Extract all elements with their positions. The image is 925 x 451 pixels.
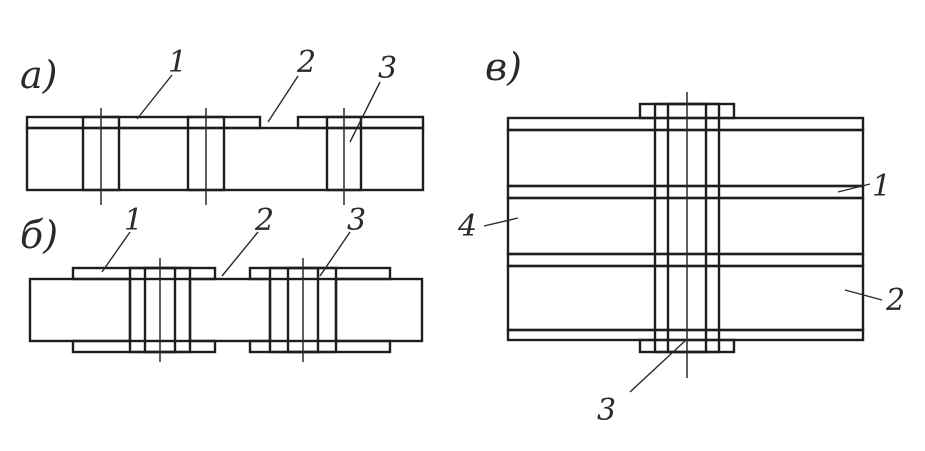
figure-v-copper-layer bbox=[506, 116, 865, 132]
figure-v-callout-2: 2 bbox=[885, 283, 905, 318]
figure-b-plated-via bbox=[248, 258, 392, 362]
figure-v-plated-via bbox=[638, 92, 736, 378]
figure-b: б) 1 2 3 bbox=[20, 203, 424, 362]
figure-b-callout-3: 3 bbox=[347, 203, 366, 238]
figure-a-callout-3: 3 bbox=[378, 51, 397, 86]
figure-v-substrate-layer bbox=[506, 196, 865, 256]
figure-a-hole bbox=[81, 108, 121, 205]
figure-v-copper-layer bbox=[506, 328, 865, 342]
figure-a-hole bbox=[325, 108, 363, 205]
figure-a-hole bbox=[186, 108, 226, 205]
figure-v-substrate-layer bbox=[506, 128, 865, 188]
figure-b-substrate bbox=[188, 277, 272, 343]
figure-b-substrate bbox=[334, 277, 424, 343]
figure-v-callout-4: 4 bbox=[457, 209, 477, 244]
figure-a-label: а) bbox=[20, 53, 57, 97]
figure-b-callout-1: 1 bbox=[124, 203, 143, 238]
figure-a-callout-1: 1 bbox=[168, 45, 187, 80]
figure-b-callout-2: 2 bbox=[254, 203, 274, 238]
figure-v: в) 1 2 3 4 bbox=[457, 45, 905, 428]
figure-v-substrate-layer bbox=[506, 264, 865, 332]
figure-a-foil-left bbox=[25, 115, 262, 130]
figure-b-plated-via bbox=[71, 258, 217, 362]
figure-v-callout-1: 1 bbox=[872, 169, 891, 204]
figure-b-substrate bbox=[28, 277, 132, 343]
figure-v-copper-layer bbox=[506, 252, 865, 268]
figure-a: а) 1 2 3 bbox=[20, 45, 425, 205]
figure-v-copper-layer bbox=[506, 184, 865, 200]
figure-v-label: в) bbox=[485, 45, 522, 89]
figure-a-callout-2: 2 bbox=[296, 45, 316, 80]
figure-b-label: б) bbox=[20, 213, 58, 257]
figure-v-callout-3: 3 bbox=[597, 393, 616, 428]
